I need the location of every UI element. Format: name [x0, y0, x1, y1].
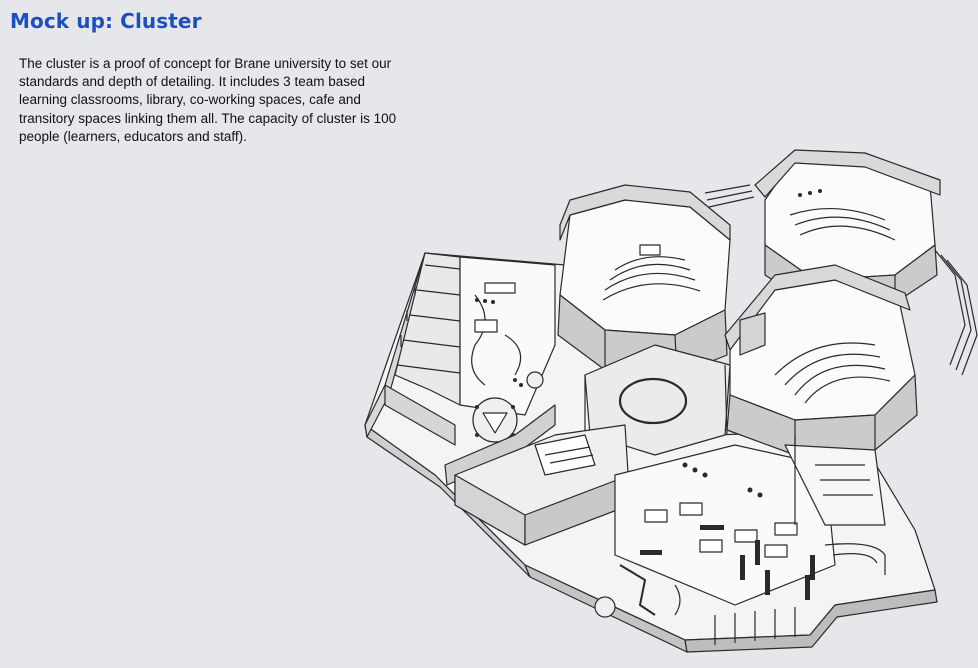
- base-wall-right: [684, 589, 938, 653]
- coworking-area: [614, 444, 836, 606]
- cluster-3d-model: [364, 149, 978, 653]
- cluster-description: The cluster is a proof of concept for Br…: [19, 56, 397, 144]
- partition-wall-2: [444, 404, 556, 486]
- page-title: Mock up: Cluster: [10, 9, 202, 33]
- partition-wall-1: [384, 384, 456, 446]
- central-circle: [618, 377, 688, 425]
- classroom-2-wall-back: [754, 149, 941, 198]
- classroom-1-wall-back: [559, 184, 731, 241]
- classroom-3-screen: [739, 312, 766, 356]
- cafe-counter: [619, 564, 656, 616]
- classroom-3-wall-front: [726, 374, 918, 456]
